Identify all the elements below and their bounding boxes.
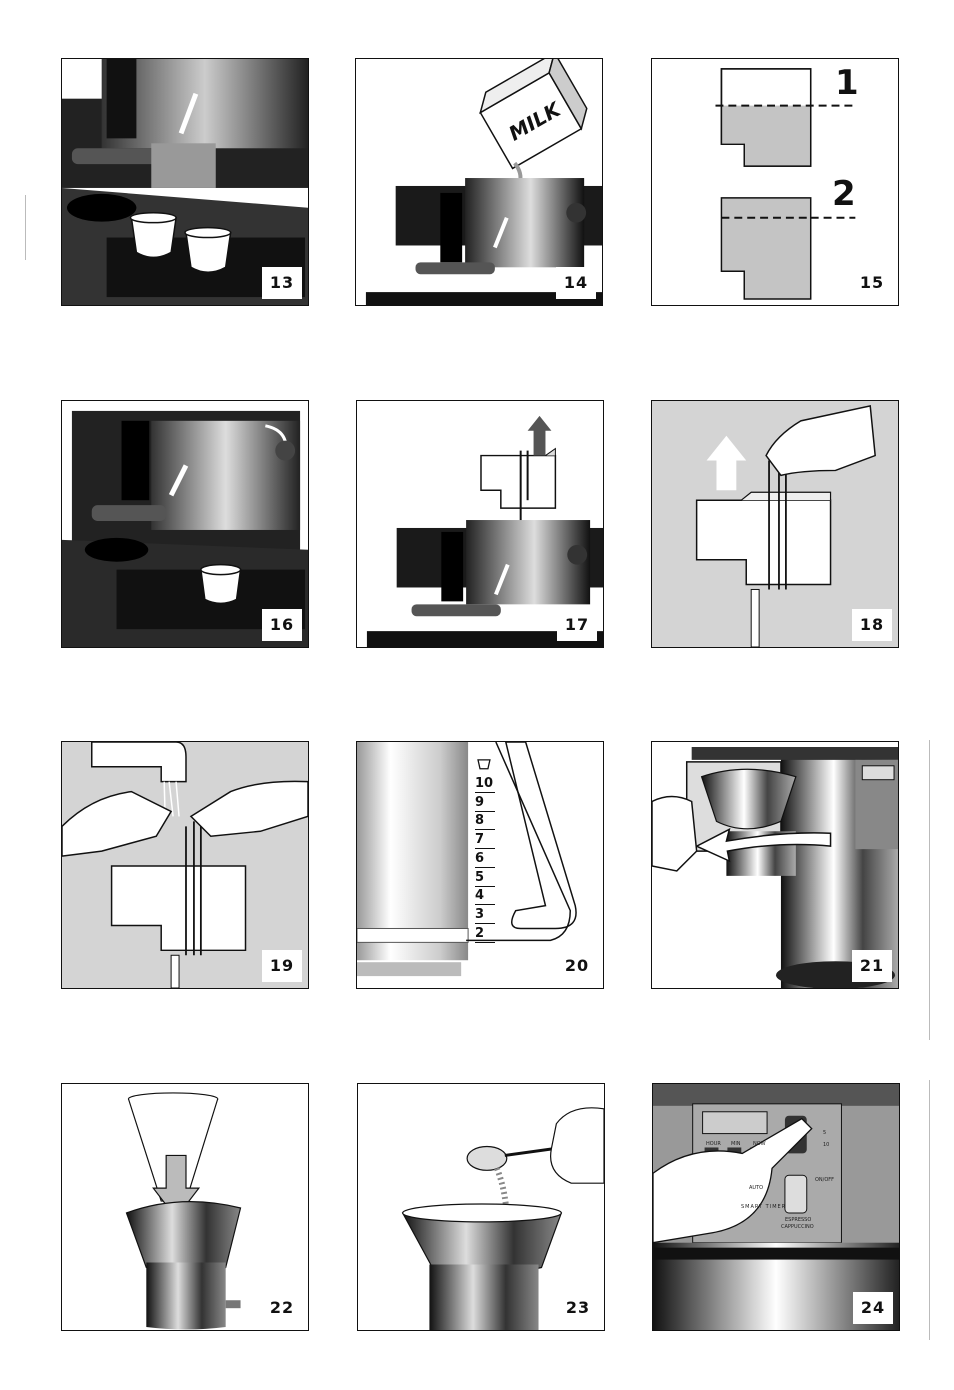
left-margin-line xyxy=(25,195,26,260)
remove-milk-tank-illustration xyxy=(357,401,603,647)
cup-scale-mark: 5 xyxy=(475,870,495,887)
figure-number: 15 xyxy=(852,267,892,299)
onoff-label: ON/OFF xyxy=(815,1177,835,1183)
add-ground-coffee-illustration xyxy=(358,1084,604,1330)
espresso-label: ESPRESSO xyxy=(785,1217,812,1223)
figure-number: 20 xyxy=(557,950,597,982)
brand-label: SMART TIMER xyxy=(741,1204,787,1210)
figure-number: 21 xyxy=(852,950,892,982)
figure-15: 1 2 15 xyxy=(651,58,899,306)
figure-14: MILK 14 xyxy=(355,58,603,306)
figure-24: HOUR MIN NOW AUTO SMART TIMER 5 10 ON/OF… xyxy=(652,1083,900,1331)
press-button-control-panel-illustration xyxy=(653,1084,899,1330)
figure-21: 21 xyxy=(651,741,899,989)
insert-paper-filter-illustration xyxy=(62,1084,308,1330)
min-label: MIN xyxy=(731,1141,741,1147)
figure-number: 23 xyxy=(558,1292,598,1324)
auto-label: AUTO xyxy=(749,1185,764,1191)
figure-number: 13 xyxy=(262,267,302,299)
figure-number: 24 xyxy=(853,1292,893,1324)
lift-tube-from-tank-illustration xyxy=(695,405,876,647)
cup-scale-mark: 4 xyxy=(475,888,495,906)
figure-number: 17 xyxy=(557,609,597,641)
cup-scale-mark: 3 xyxy=(475,907,495,924)
level-marker-2: 2 xyxy=(832,174,856,214)
cup-icon xyxy=(477,759,491,770)
level-marker-1: 1 xyxy=(835,63,859,103)
figure-23: 23 xyxy=(357,1083,605,1331)
cappuccino-label: CAPPUCCINO xyxy=(781,1224,814,1230)
milk-level-diagram xyxy=(652,59,898,305)
figure-number: 14 xyxy=(556,267,596,299)
espresso-machine-two-cups-illustration xyxy=(62,59,308,305)
figure-number: 22 xyxy=(262,1292,302,1324)
cup-scale-mark: 9 xyxy=(475,795,495,812)
figure-18: 18 xyxy=(651,400,899,648)
figure-13: 13 xyxy=(61,58,309,306)
right-margin-line xyxy=(929,740,930,1040)
rinse-tube-under-tap-illustration xyxy=(62,742,308,988)
figure-number: 18 xyxy=(852,609,892,641)
cup-scale-mark: 6 xyxy=(475,851,495,868)
now-label: NOW xyxy=(753,1141,766,1147)
figure-number: 16 xyxy=(262,609,302,641)
right-margin-line-2 xyxy=(929,1080,930,1340)
figure-19: 19 xyxy=(61,741,309,989)
cup-scale-mark: 7 xyxy=(475,832,495,850)
sel-10-label: 10 xyxy=(823,1142,830,1148)
figure-22: 22 xyxy=(61,1083,309,1331)
figure-17: 17 xyxy=(356,400,604,648)
water-tank-cup-scale-illustration xyxy=(357,742,603,988)
figure-number: 19 xyxy=(262,950,302,982)
cup-scale-mark: 2 xyxy=(475,926,495,943)
figure-16: 16 xyxy=(61,400,309,648)
cappuccino-dispense-illustration xyxy=(62,401,308,647)
cup-scale-mark: 10 xyxy=(475,776,495,793)
cup-scale-mark: 8 xyxy=(475,813,495,831)
pour-milk-into-tank-illustration: MILK xyxy=(356,59,602,305)
swing-out-filter-holder-illustration xyxy=(652,742,898,988)
hour-label: HOUR xyxy=(706,1141,721,1147)
sel-5-label: 5 xyxy=(823,1130,827,1136)
